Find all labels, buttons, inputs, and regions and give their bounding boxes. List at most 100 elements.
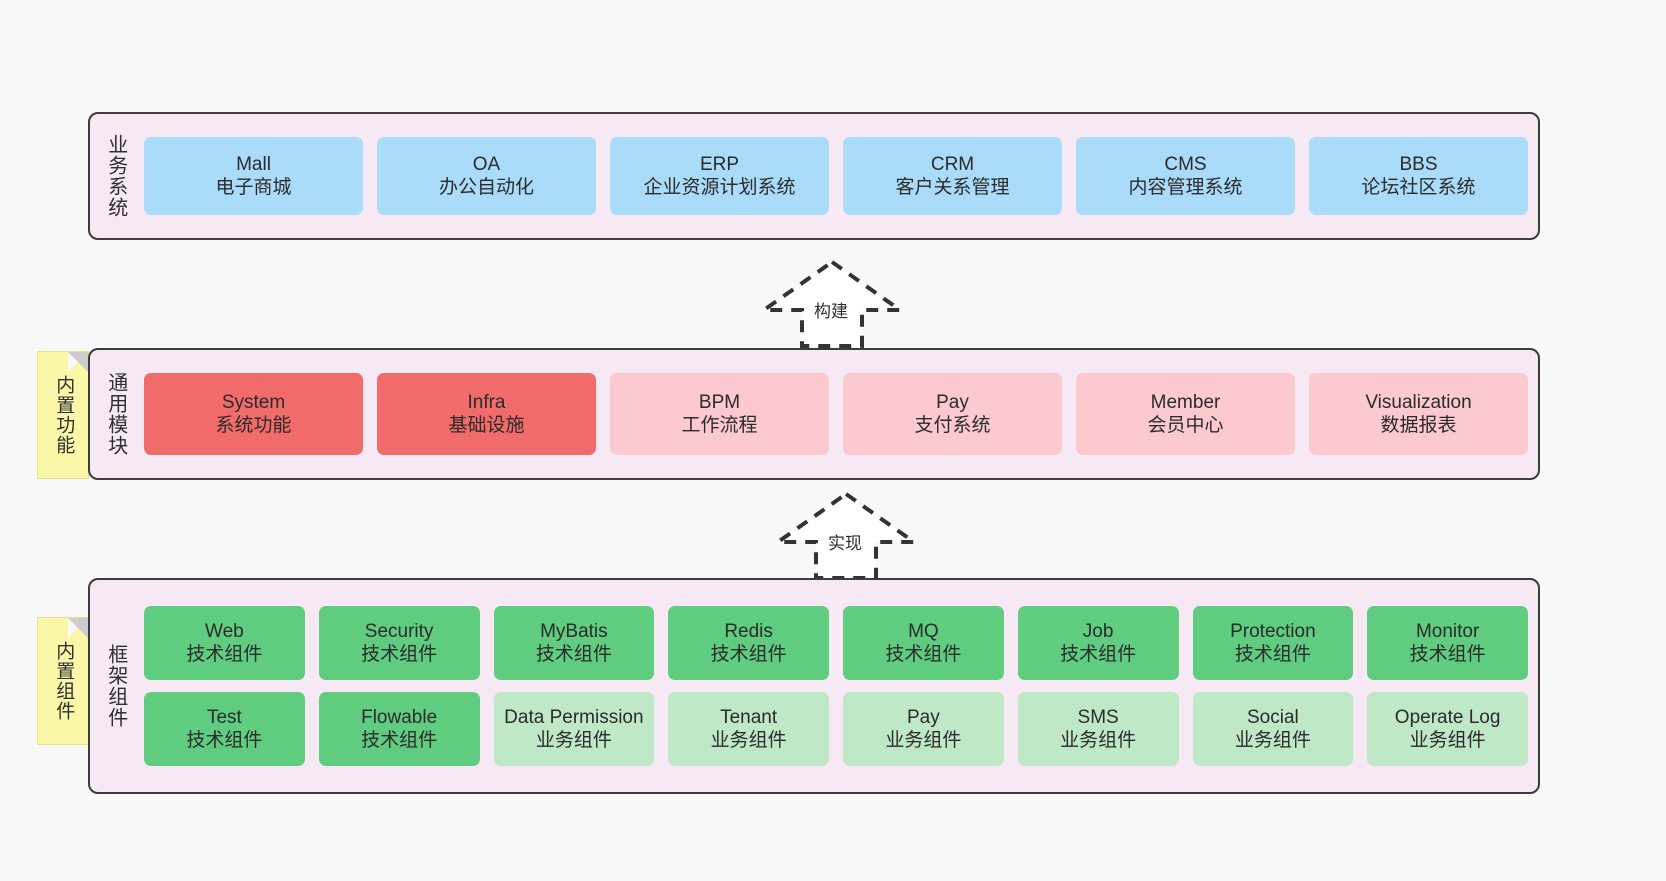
arrow-build: 构建 bbox=[752, 258, 912, 348]
node-name: Test bbox=[206, 706, 242, 728]
layer-row: Mall 电子商城 OA 办公自动化 ERP 企业资源计划系统 CRM 客户关系… bbox=[144, 137, 1528, 215]
node-system[interactable]: System 系统功能 bbox=[144, 373, 363, 455]
node-social[interactable]: Social 业务组件 bbox=[1192, 692, 1354, 766]
node-name: MQ bbox=[908, 620, 939, 642]
node-subtitle: 电子商城 bbox=[215, 177, 292, 198]
note-built-in-functions: 内置功能 bbox=[37, 351, 89, 479]
node-subtitle: 会员中心 bbox=[1147, 415, 1224, 436]
node-name: Tenant bbox=[720, 706, 778, 728]
node-name: Data Permission bbox=[504, 706, 644, 728]
node-name: Visualization bbox=[1365, 391, 1472, 413]
node-subtitle: 基础设施 bbox=[448, 415, 525, 436]
note-built-in-components: 内置组件 bbox=[37, 617, 89, 745]
node-name: Infra bbox=[467, 391, 506, 413]
note-label: 内置组件 bbox=[53, 641, 75, 721]
node-subtitle: 技术组件 bbox=[885, 644, 962, 665]
node-name: Mall bbox=[236, 153, 271, 175]
node-erp[interactable]: ERP 企业资源计划系统 bbox=[610, 137, 829, 215]
node-mall[interactable]: Mall 电子商城 bbox=[144, 137, 363, 215]
node-crm[interactable]: CRM 客户关系管理 bbox=[843, 137, 1062, 215]
node-name: CMS bbox=[1164, 153, 1207, 175]
node-subtitle: 技术组件 bbox=[1409, 644, 1486, 665]
node-protection[interactable]: Protection 技术组件 bbox=[1192, 606, 1354, 680]
node-name: BPM bbox=[698, 391, 741, 413]
node-bbs[interactable]: BBS 论坛社区系统 bbox=[1309, 137, 1528, 215]
node-subtitle: 数据报表 bbox=[1380, 415, 1457, 436]
node-subtitle: 企业资源计划系统 bbox=[643, 177, 796, 198]
node-flowable[interactable]: Flowable 技术组件 bbox=[318, 692, 480, 766]
node-subtitle: 业务组件 bbox=[1060, 730, 1137, 751]
node-name: SMS bbox=[1077, 706, 1119, 728]
node-name: Redis bbox=[724, 620, 773, 642]
node-bpm[interactable]: BPM 工作流程 bbox=[610, 373, 829, 455]
node-subtitle: 办公自动化 bbox=[438, 177, 534, 198]
node-name: System bbox=[221, 391, 286, 413]
node-test[interactable]: Test 技术组件 bbox=[144, 692, 305, 766]
node-subtitle: 工作流程 bbox=[681, 415, 758, 436]
node-job[interactable]: Job 技术组件 bbox=[1017, 606, 1179, 680]
node-data-permission[interactable]: Data Permission 业务组件 bbox=[493, 692, 655, 766]
node-name: Protection bbox=[1230, 620, 1316, 642]
node-member[interactable]: Member 会员中心 bbox=[1076, 373, 1295, 455]
node-mq[interactable]: MQ 技术组件 bbox=[843, 606, 1004, 680]
node-subtitle: 业务组件 bbox=[1409, 730, 1486, 751]
node-name: Pay bbox=[936, 391, 969, 413]
node-redis[interactable]: Redis 技术组件 bbox=[668, 606, 829, 680]
node-name: Web bbox=[205, 620, 244, 642]
node-subtitle: 业务组件 bbox=[535, 730, 612, 751]
node-pay[interactable]: Pay 支付系统 bbox=[843, 373, 1062, 455]
node-name: ERP bbox=[699, 153, 740, 175]
arrow-build-label: 构建 bbox=[814, 302, 848, 321]
node-subtitle: 技术组件 bbox=[535, 644, 612, 665]
layer-body-common-modules: System 系统功能 Infra 基础设施 BPM 工作流程 Pay 支付系统… bbox=[140, 350, 1538, 478]
node-subtitle: 技术组件 bbox=[1234, 644, 1311, 665]
node-subtitle: 支付系统 bbox=[914, 415, 991, 436]
node-subtitle: 技术组件 bbox=[186, 730, 263, 751]
node-visualization[interactable]: Visualization 数据报表 bbox=[1309, 373, 1528, 455]
node-pay-business[interactable]: Pay 业务组件 bbox=[843, 692, 1004, 766]
layer-body-framework-components: Web 技术组件 Security 技术组件 MyBatis 技术组件 Redi… bbox=[140, 580, 1538, 792]
node-subtitle: 技术组件 bbox=[361, 644, 438, 665]
node-subtitle: 系统功能 bbox=[215, 415, 292, 436]
node-name: Member bbox=[1150, 391, 1221, 413]
node-name: Monitor bbox=[1415, 620, 1480, 642]
layer-row: Test 技术组件 Flowable 技术组件 Data Permission … bbox=[144, 692, 1528, 766]
layer-row: System 系统功能 Infra 基础设施 BPM 工作流程 Pay 支付系统… bbox=[144, 373, 1528, 455]
layer-title-framework-components: 框架组件 bbox=[104, 644, 127, 728]
node-subtitle: 业务组件 bbox=[710, 730, 787, 751]
node-name: Security bbox=[364, 620, 434, 642]
node-subtitle: 技术组件 bbox=[710, 644, 787, 665]
arrow-shape bbox=[771, 491, 921, 580]
node-mybatis[interactable]: MyBatis 技术组件 bbox=[493, 606, 655, 680]
node-infra[interactable]: Infra 基础设施 bbox=[377, 373, 596, 455]
node-name: Flowable bbox=[361, 706, 438, 728]
node-subtitle: 技术组件 bbox=[1060, 644, 1137, 665]
node-name: Social bbox=[1247, 706, 1299, 728]
arrow-shape bbox=[757, 259, 907, 348]
node-monitor[interactable]: Monitor 技术组件 bbox=[1367, 606, 1528, 680]
node-name: Job bbox=[1082, 620, 1114, 642]
note-label: 内置功能 bbox=[53, 375, 75, 455]
layer-title-business-system: 业务系统 bbox=[104, 134, 127, 218]
node-subtitle: 业务组件 bbox=[885, 730, 962, 751]
node-subtitle: 论坛社区系统 bbox=[1361, 177, 1476, 198]
node-oa[interactable]: OA 办公自动化 bbox=[377, 137, 596, 215]
node-name: OA bbox=[472, 153, 501, 175]
node-tenant[interactable]: Tenant 业务组件 bbox=[668, 692, 829, 766]
arrow-implement: 实现 bbox=[766, 490, 926, 580]
node-subtitle: 技术组件 bbox=[186, 644, 263, 665]
node-name: MyBatis bbox=[540, 620, 608, 642]
node-web[interactable]: Web 技术组件 bbox=[144, 606, 305, 680]
node-security[interactable]: Security 技术组件 bbox=[318, 606, 480, 680]
node-name: CRM bbox=[930, 153, 975, 175]
arrow-implement-label: 实现 bbox=[828, 534, 862, 553]
layer-business-system: 业务系统 Mall 电子商城 OA 办公自动化 ERP 企业资源计划系统 CRM… bbox=[88, 112, 1540, 240]
node-subtitle: 业务组件 bbox=[1234, 730, 1311, 751]
node-subtitle: 技术组件 bbox=[361, 730, 438, 751]
node-sms[interactable]: SMS 业务组件 bbox=[1017, 692, 1179, 766]
node-cms[interactable]: CMS 内容管理系统 bbox=[1076, 137, 1295, 215]
layer-row: Web 技术组件 Security 技术组件 MyBatis 技术组件 Redi… bbox=[144, 606, 1528, 680]
node-subtitle: 内容管理系统 bbox=[1128, 177, 1243, 198]
node-operate-log[interactable]: Operate Log 业务组件 bbox=[1367, 692, 1528, 766]
